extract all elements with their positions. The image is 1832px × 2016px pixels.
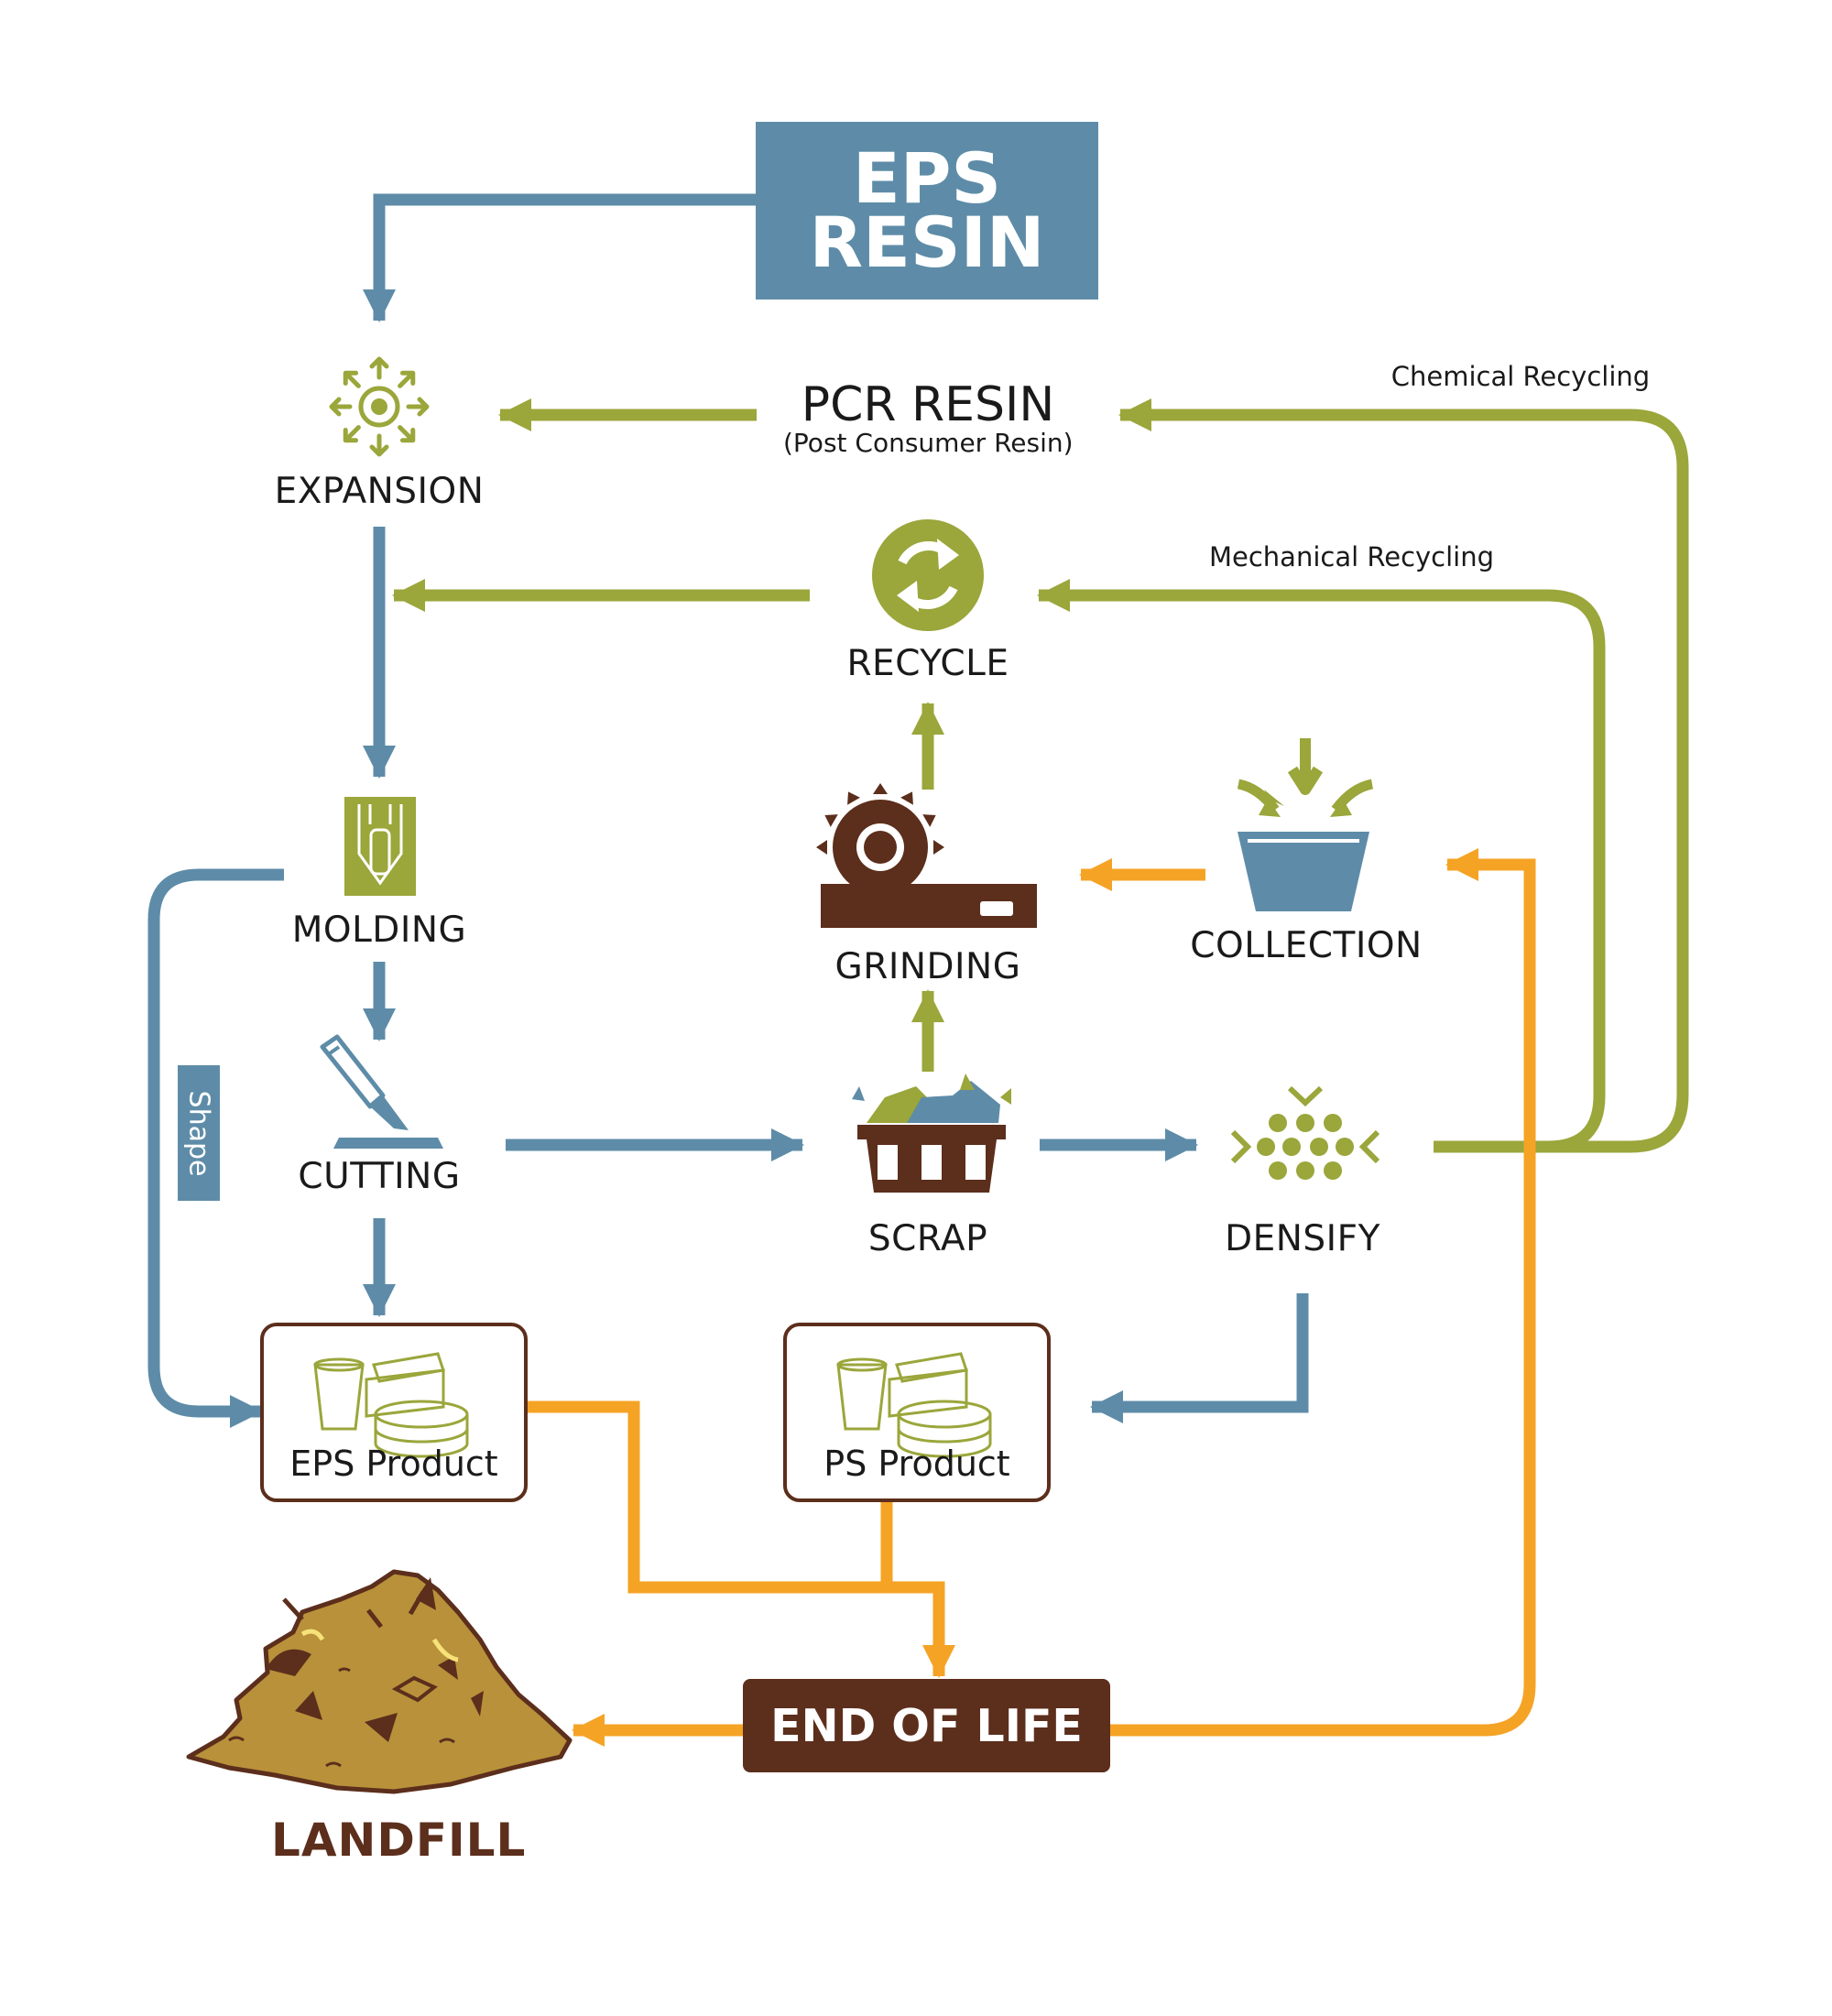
collection-label: COLLECTION xyxy=(1190,925,1423,966)
molding-label: MOLDING xyxy=(291,910,467,951)
shape-tag: Shape xyxy=(178,1065,220,1201)
landfill-pile-icon xyxy=(186,1569,572,1794)
arrow-end-of-life-to-collection xyxy=(1110,848,1536,1737)
arrow-shape-bypass xyxy=(147,868,284,1428)
eps-product-box: EPS Product xyxy=(260,1323,528,1502)
knife-icon xyxy=(320,1034,443,1149)
ps-product-box: PS Product xyxy=(783,1323,1051,1502)
mold-icon xyxy=(344,797,416,896)
recycle-label: RECYCLE xyxy=(846,643,1009,684)
scrap-bin-icon xyxy=(852,1073,1011,1193)
expansion-label: EXPANSION xyxy=(274,471,485,512)
end-of-life-box: END OF LIFE xyxy=(743,1679,1110,1772)
arrow-mechanical-recycling xyxy=(1037,579,1606,1153)
end-of-life-label: END OF LIFE xyxy=(770,1699,1083,1752)
ps-product-label: PS Product xyxy=(823,1444,1010,1484)
arrow-resin-to-expansion xyxy=(363,193,756,322)
cups-containers-icon xyxy=(836,1352,992,1458)
collection-bin-icon xyxy=(1237,738,1374,911)
eps-resin-line2: RESIN xyxy=(809,202,1045,283)
chemical-recycling-label: Chemical Recycling xyxy=(1390,361,1651,392)
pcr-resin-subtitle: (Post Consumer Resin) xyxy=(783,428,1074,458)
eps-resin-box: EPS RESIN xyxy=(756,122,1098,300)
mechanical-recycling-label: Mechanical Recycling xyxy=(1209,541,1495,572)
recycle-icon xyxy=(872,519,984,631)
pcr-resin-title: PCR RESIN xyxy=(801,377,1055,432)
shape-label: Shape xyxy=(182,1090,215,1176)
cutting-label: CUTTING xyxy=(298,1156,461,1197)
cups-containers-icon xyxy=(313,1352,469,1458)
expansion-icon xyxy=(332,356,427,454)
eps-product-label: EPS Product xyxy=(289,1444,498,1484)
eps-resin-line1: EPS xyxy=(852,137,1002,219)
arrow-densify-to-ps-product xyxy=(1090,1293,1309,1423)
densify-label: DENSIFY xyxy=(1225,1218,1380,1259)
densify-icon xyxy=(1230,1085,1380,1180)
scrap-label: SCRAP xyxy=(867,1218,988,1259)
grinding-label: GRINDING xyxy=(834,946,1021,987)
arrow-eps-product-to-end-of-life xyxy=(527,1400,955,1678)
arrow-chemical-recycling xyxy=(1118,398,1689,1153)
landfill-label: LANDFILL xyxy=(271,1814,527,1867)
grinder-icon xyxy=(816,783,1037,928)
